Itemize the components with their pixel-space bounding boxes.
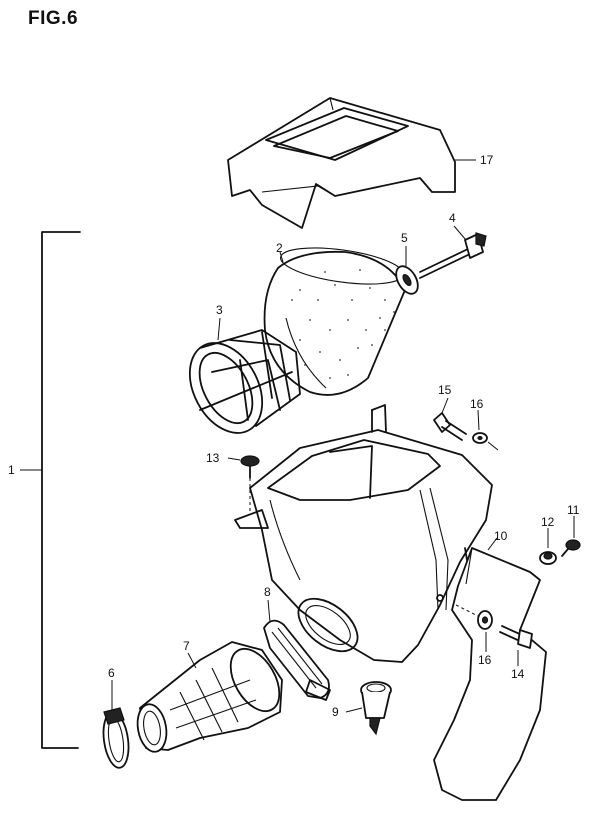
leader-lines (111, 159, 575, 713)
callout-6: 6 (108, 666, 115, 680)
callout-16-bottom: 16 (478, 653, 492, 667)
callout-13: 13 (206, 451, 220, 465)
callout-9: 9 (332, 705, 339, 719)
seal-ring (263, 619, 331, 701)
callout-7: 7 (183, 639, 190, 653)
intake-boot (136, 641, 283, 753)
callout-5: 5 (401, 231, 408, 245)
bolt-top (419, 232, 487, 279)
bolt-side (561, 539, 581, 557)
callout-12: 12 (541, 515, 555, 529)
screw (240, 455, 260, 512)
washer-top (395, 265, 419, 295)
nut-side (539, 551, 557, 565)
callout-3: 3 (216, 303, 223, 317)
washer-bottom (455, 604, 493, 630)
air-cleaner-case (234, 404, 493, 663)
element-cage (188, 329, 301, 434)
clamp (102, 707, 130, 769)
side-plate (433, 547, 547, 801)
assembly-bracket (20, 231, 81, 749)
callout-14: 14 (511, 667, 525, 681)
callout-2: 2 (276, 241, 283, 255)
bolt-bottom (499, 625, 533, 649)
washer-case (472, 432, 499, 451)
callout-17: 17 (480, 153, 494, 167)
callout-15: 15 (438, 383, 452, 397)
drain-plug (360, 681, 392, 736)
air-cleaner-cover (227, 97, 456, 229)
callout-16-case: 16 (470, 397, 484, 411)
air-filter-element (263, 247, 406, 396)
callout-1: 1 (8, 463, 15, 477)
figure-title: FIG.6 (28, 8, 79, 29)
callout-8: 8 (264, 585, 271, 599)
callout-4: 4 (449, 211, 456, 225)
callout-10: 10 (494, 529, 508, 543)
callout-labels: 1 2 3 4 5 6 7 8 9 10 11 12 13 14 15 16 1… (8, 153, 580, 719)
bolt-case (433, 412, 467, 441)
callout-11: 11 (567, 503, 580, 517)
